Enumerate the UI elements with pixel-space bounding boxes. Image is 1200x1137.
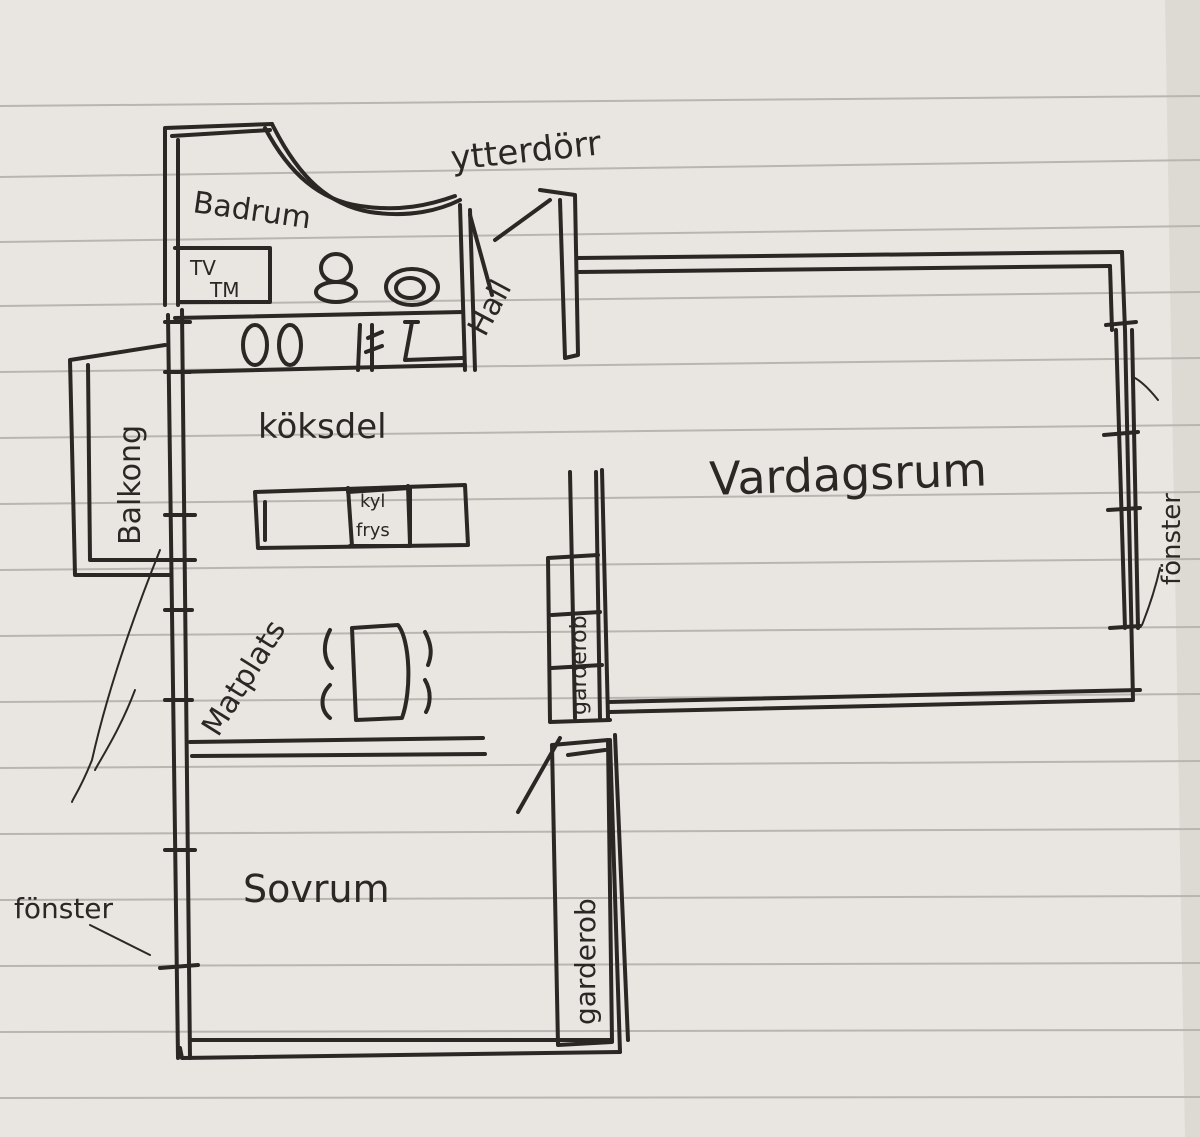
window-ticks-right <box>1102 320 1142 630</box>
rule-line <box>0 491 1200 505</box>
label-vardagsrum: Vardagsrum <box>708 442 987 506</box>
rule-line <box>0 828 1200 835</box>
left-exterior-wall <box>166 308 192 1060</box>
fonster-left-pointer <box>89 924 151 956</box>
fridge <box>346 486 412 548</box>
rule-line <box>0 95 1200 107</box>
paper-edge <box>1165 0 1200 1137</box>
window-ticks-left <box>158 320 200 970</box>
dining-bedroom-wall <box>188 736 487 758</box>
rule-line <box>0 962 1200 967</box>
entrance-door <box>493 188 580 360</box>
living-right-wall <box>608 250 1135 714</box>
walls <box>68 122 1142 1060</box>
label-koksdel: köksdel <box>258 407 387 447</box>
dining-chairs <box>320 628 433 720</box>
sink-bowl-inner <box>394 276 426 300</box>
toilet-base <box>314 280 358 304</box>
label-kyl: kyl <box>360 491 385 512</box>
bedroom-bottom-wall <box>178 1038 622 1060</box>
rule-line <box>0 558 1200 571</box>
fonster-right-pointer-2 <box>1134 377 1159 401</box>
bathroom-curved-wall <box>270 122 462 217</box>
kitchen-counter <box>173 310 467 374</box>
rule-line <box>0 760 1200 769</box>
label-balkong: Balkong <box>113 425 148 545</box>
label-sovrum: Sovrum <box>243 867 390 911</box>
label-fonster-left: fönster <box>14 892 114 925</box>
label-fonster-right: fönster <box>1157 493 1187 585</box>
partition-wall-upper <box>568 468 610 720</box>
wardrobe-upper <box>546 553 612 724</box>
rule-line <box>0 225 1200 243</box>
living-top-wall <box>576 250 1124 274</box>
rule-line <box>0 895 1200 901</box>
balkong-window-pointer <box>71 549 161 803</box>
label-garderob-upper: garderob <box>567 615 592 715</box>
stove-plate <box>241 323 269 367</box>
living-bottom-wall <box>606 688 1142 704</box>
balkong-window-pointer-2 <box>94 689 136 771</box>
washer-box <box>173 246 272 304</box>
bathroom-curved-wall-inner <box>263 126 457 211</box>
wardrobe-door-swing <box>516 736 562 814</box>
label-tm: TM <box>209 278 239 302</box>
dining-table <box>350 623 411 722</box>
label-tv: TV <box>189 256 216 280</box>
sink-bowl-icon <box>384 267 440 307</box>
label-garderob-lower: garderob <box>569 898 602 1025</box>
rule-line <box>0 1029 1200 1033</box>
fonster-right-pointer <box>1141 567 1161 626</box>
stove-plate <box>277 323 303 367</box>
dishwasher <box>403 320 464 362</box>
leader-lines <box>71 377 1161 956</box>
window-right <box>1114 328 1140 630</box>
bathroom-outer-wall <box>163 122 274 307</box>
hall-door-swing <box>468 213 494 297</box>
sink <box>356 323 384 372</box>
bathroom-right-wall <box>458 203 477 372</box>
rule-line <box>0 159 1200 178</box>
rule-line <box>0 1096 1200 1099</box>
balcony <box>68 343 172 577</box>
rule-line <box>0 424 1200 439</box>
kitchen-island <box>253 483 470 550</box>
label-frys: frys <box>356 520 390 541</box>
